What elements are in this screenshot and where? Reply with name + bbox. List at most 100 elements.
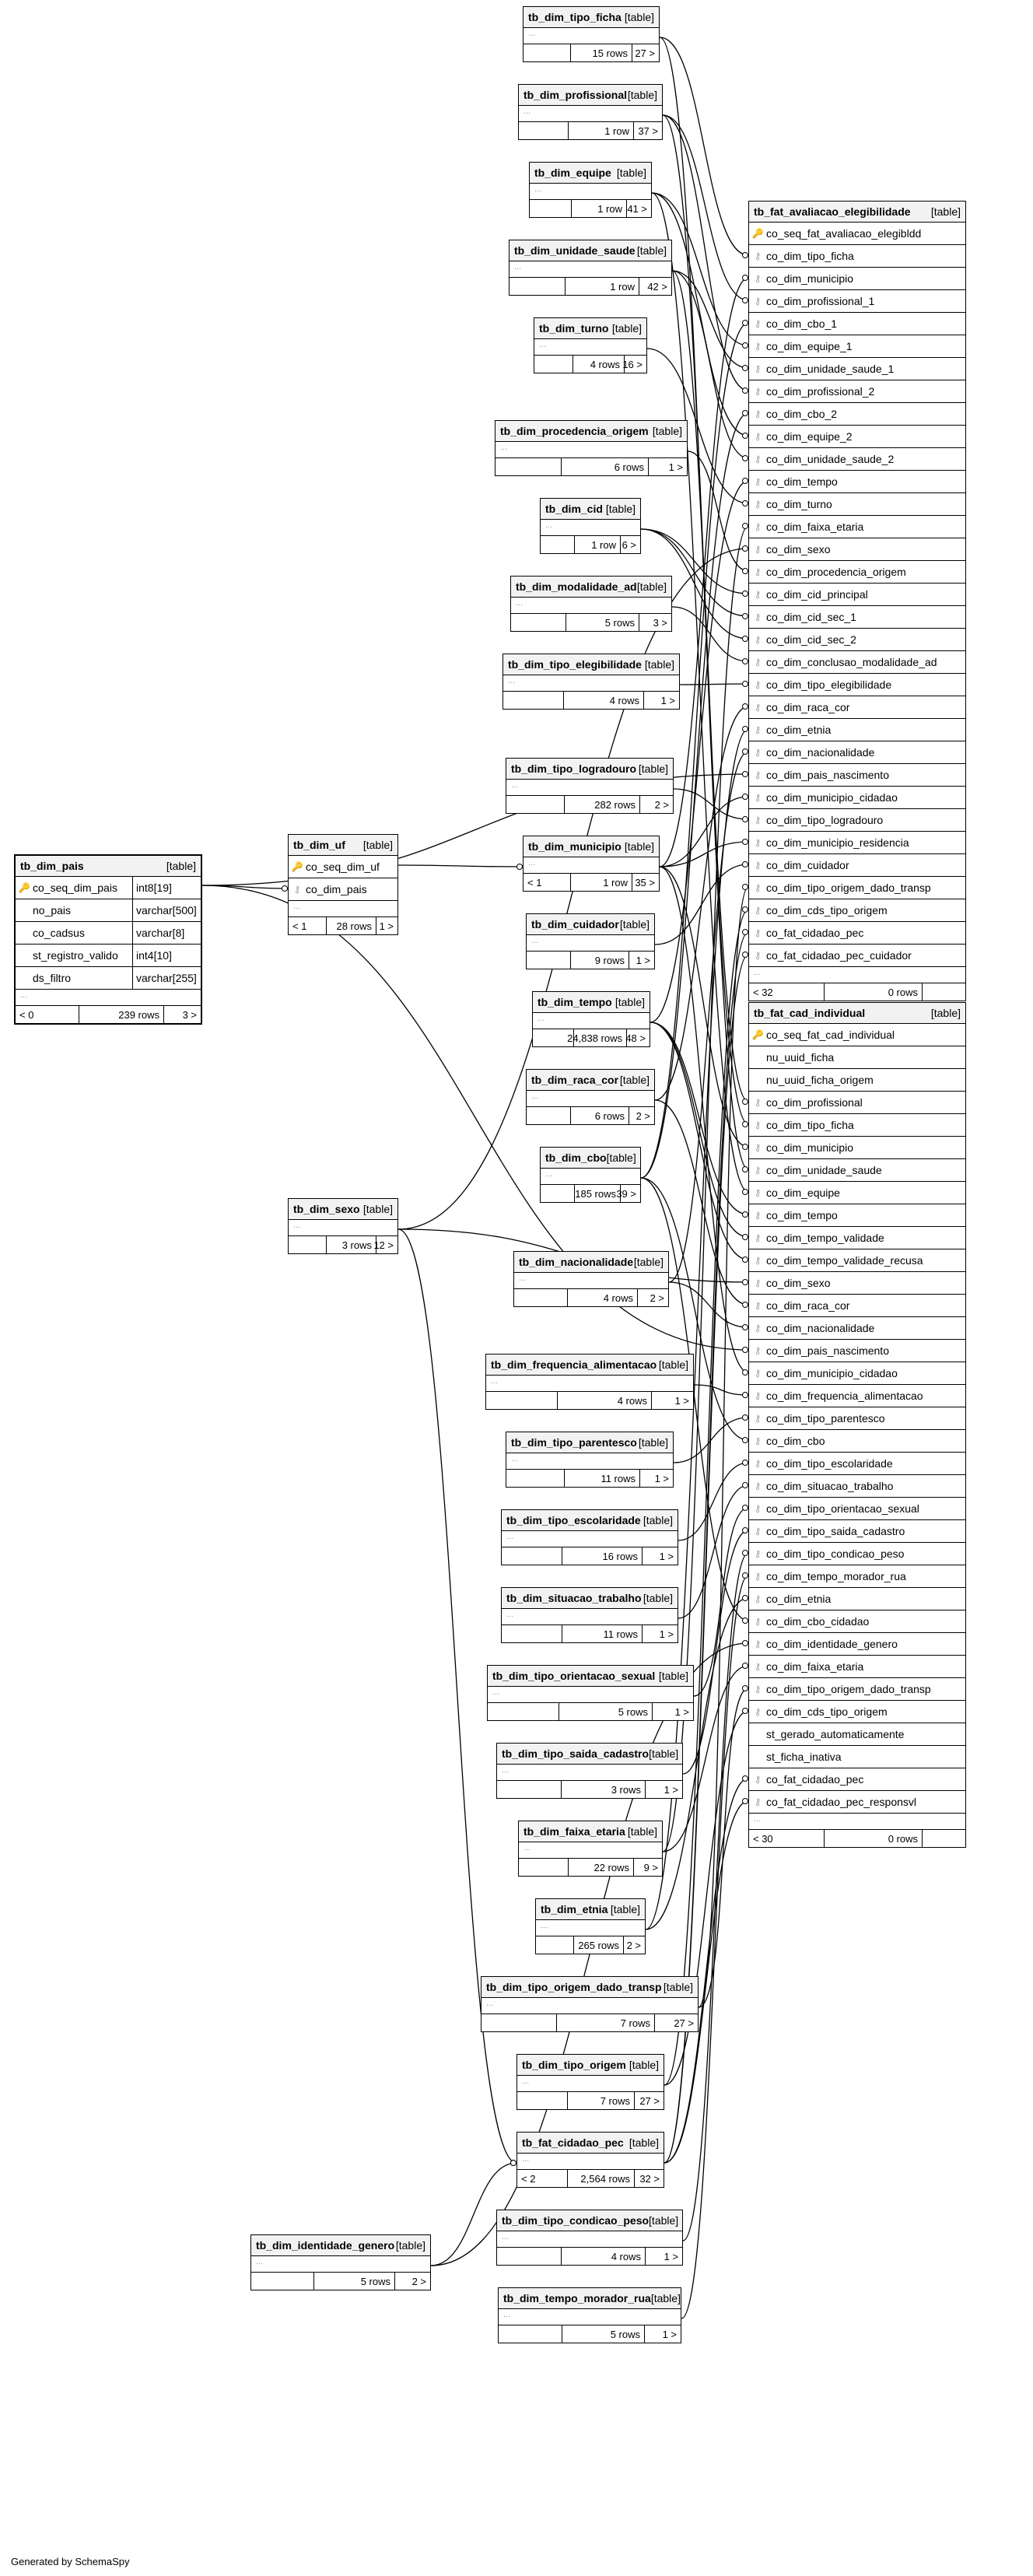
- column-row[interactable]: ⚷co_dim_identidade_genero: [749, 1633, 965, 1656]
- column-row[interactable]: ⚷co_dim_municipio_cidadao: [749, 787, 965, 809]
- column-row[interactable]: ⚷co_dim_situacao_trabalho: [749, 1475, 965, 1498]
- column-row[interactable]: ⚷co_dim_tipo_ficha: [749, 1114, 965, 1137]
- column-row[interactable]: ⚷co_dim_municipio: [749, 1137, 965, 1159]
- column-row[interactable]: ⚷co_dim_sexo: [749, 538, 965, 561]
- column-row[interactable]: st_ficha_inativa: [749, 1746, 965, 1768]
- column-row[interactable]: ⚷co_dim_tipo_logradouro: [749, 809, 965, 832]
- column-row[interactable]: 🔑co_seq_dim_uf: [289, 856, 397, 878]
- column-row[interactable]: ⚷co_dim_cds_tipo_origem: [749, 1701, 965, 1723]
- column-row[interactable]: ⚷co_dim_cuidador: [749, 854, 965, 877]
- column-row[interactable]: ⚷co_dim_faixa_etaria: [749, 516, 965, 538]
- column-row[interactable]: ⚷co_dim_procedencia_origem: [749, 561, 965, 584]
- column-row[interactable]: ⚷co_dim_frequencia_alimentacao: [749, 1385, 965, 1407]
- column-row[interactable]: ⚷co_dim_municipio_cidadao: [749, 1362, 965, 1385]
- table-tb-dim-tipo-logradouro[interactable]: tb_dim_tipo_logradouro[table]...282 rows…: [506, 758, 674, 814]
- column-row[interactable]: ⚷co_dim_etnia: [749, 719, 965, 741]
- column-row[interactable]: ⚷co_dim_cbo: [749, 1430, 965, 1453]
- column-row[interactable]: ⚷co_dim_tempo_validade: [749, 1227, 965, 1249]
- column-row[interactable]: ⚷co_fat_cidadao_pec_responsvl: [749, 1791, 965, 1814]
- table-tb-dim-tipo-origem-dado-transp[interactable]: tb_dim_tipo_origem_dado_transp[table]...…: [481, 1976, 699, 2032]
- column-row[interactable]: ⚷co_dim_unidade_saude: [749, 1159, 965, 1182]
- column-row[interactable]: ⚷co_dim_tempo: [749, 1204, 965, 1227]
- table-tb-fat-cad-individual[interactable]: tb_fat_cad_individual[table]🔑co_seq_fat_…: [748, 1002, 966, 1848]
- column-row[interactable]: ⚷co_dim_cbo_cidadao: [749, 1610, 965, 1633]
- column-row[interactable]: ⚷co_dim_sexo: [749, 1272, 965, 1295]
- column-row[interactable]: 🔑co_seq_fat_cad_individual: [749, 1024, 965, 1046]
- column-row[interactable]: ⚷co_dim_tipo_parentesco: [749, 1407, 965, 1430]
- column-row[interactable]: nu_uuid_ficha_origem: [749, 1069, 965, 1092]
- column-row[interactable]: 🔑co_seq_fat_avaliacao_elegibldd: [749, 223, 965, 245]
- table-tb-dim-frequencia-alimentacao[interactable]: tb_dim_frequencia_alimentacao[table]...4…: [485, 1354, 694, 1410]
- column-row[interactable]: ⚷co_dim_cbo_2: [749, 403, 965, 426]
- column-row[interactable]: ⚷co_dim_municipio: [749, 268, 965, 290]
- table-tb-dim-identidade-genero[interactable]: tb_dim_identidade_genero[table]...5 rows…: [250, 2234, 431, 2290]
- column-row[interactable]: ⚷co_dim_unidade_saude_1: [749, 358, 965, 380]
- column-row[interactable]: ⚷co_dim_cds_tipo_origem: [749, 899, 965, 922]
- column-row[interactable]: ⚷co_dim_profissional_2: [749, 380, 965, 403]
- column-row[interactable]: ⚷co_dim_equipe_2: [749, 426, 965, 448]
- column-row[interactable]: ⚷co_dim_tempo_morador_rua: [749, 1565, 965, 1588]
- column-row[interactable]: ⚷co_fat_cidadao_pec_cuidador: [749, 945, 965, 967]
- column-row[interactable]: ⚷co_dim_cid_sec_2: [749, 629, 965, 651]
- table-tb-dim-tempo-morador-rua[interactable]: tb_dim_tempo_morador_rua[table]...5 rows…: [498, 2287, 681, 2343]
- table-tb-fat-avaliacao-elegibilidade[interactable]: tb_fat_avaliacao_elegibilidade[table]🔑co…: [748, 201, 966, 1001]
- column-row[interactable]: ⚷co_dim_profissional_1: [749, 290, 965, 313]
- column-row[interactable]: ⚷co_dim_raca_cor: [749, 1295, 965, 1317]
- column-row[interactable]: ⚷co_dim_turno: [749, 493, 965, 516]
- column-row[interactable]: ⚷co_dim_municipio_residencia: [749, 832, 965, 854]
- column-row[interactable]: ⚷co_dim_faixa_etaria: [749, 1656, 965, 1678]
- column-row[interactable]: ⚷co_dim_equipe_1: [749, 335, 965, 358]
- column-row[interactable]: ⚷co_dim_equipe: [749, 1182, 965, 1204]
- column-row[interactable]: ⚷co_dim_tipo_escolaridade: [749, 1453, 965, 1475]
- column-row[interactable]: ⚷co_dim_tempo_validade_recusa: [749, 1249, 965, 1272]
- column-row[interactable]: ⚷co_dim_cbo_1: [749, 313, 965, 335]
- column-row[interactable]: ⚷co_dim_conclusao_modalidade_ad: [749, 651, 965, 674]
- column-row[interactable]: ⚷co_dim_tipo_ficha: [749, 245, 965, 268]
- column-row[interactable]: ⚷co_dim_nacionalidade: [749, 1317, 965, 1340]
- column-row[interactable]: ⚷co_dim_tipo_orientacao_sexual: [749, 1498, 965, 1520]
- column-row[interactable]: ⚷co_dim_etnia: [749, 1588, 965, 1610]
- column-row[interactable]: st_gerado_automaticamente: [749, 1723, 965, 1746]
- column-row[interactable]: ⚷co_dim_tempo: [749, 471, 965, 493]
- table-tb-dim-tipo-elegibilidade[interactable]: tb_dim_tipo_elegibilidade[table]...4 row…: [502, 654, 680, 710]
- column-row[interactable]: ⚷co_dim_cid_sec_1: [749, 606, 965, 629]
- table-tb-dim-tipo-orientacao-sexual[interactable]: tb_dim_tipo_orientacao_sexual[table]...5…: [487, 1665, 694, 1721]
- table-tb-dim-uf[interactable]: tb_dim_uf[table]🔑co_seq_dim_uf⚷co_dim_pa…: [288, 834, 398, 935]
- column-row[interactable]: ⚷co_dim_tipo_saida_cadastro: [749, 1520, 965, 1543]
- table-tb-dim-tipo-saida-cadastro[interactable]: tb_dim_tipo_saida_cadastro[table]...3 ro…: [496, 1743, 683, 1799]
- column-row[interactable]: ⚷co_dim_profissional: [749, 1092, 965, 1114]
- column-row[interactable]: ⚷co_dim_tipo_elegibilidade: [749, 674, 965, 696]
- table-tb-dim-procedencia-origem[interactable]: tb_dim_procedencia_origem[table]...6 row…: [495, 420, 688, 476]
- column-row[interactable]: ⚷co_dim_raca_cor: [749, 696, 965, 719]
- column-row[interactable]: ⚷co_dim_cid_principal: [749, 584, 965, 606]
- column-row[interactable]: ⚷co_dim_pais: [289, 878, 397, 901]
- column-row[interactable]: ⚷co_dim_tipo_origem_dado_transp: [749, 877, 965, 899]
- table-tb-dim-tipo-condicao-peso[interactable]: tb_dim_tipo_condicao_peso[table]...4 row…: [496, 2210, 683, 2266]
- column-row[interactable]: ⚷co_dim_unidade_saude_2: [749, 448, 965, 471]
- column-row[interactable]: ⚷co_dim_pais_nascimento: [749, 764, 965, 787]
- table-tb-dim-tipo-escolaridade[interactable]: tb_dim_tipo_escolaridade[table]...16 row…: [501, 1509, 678, 1565]
